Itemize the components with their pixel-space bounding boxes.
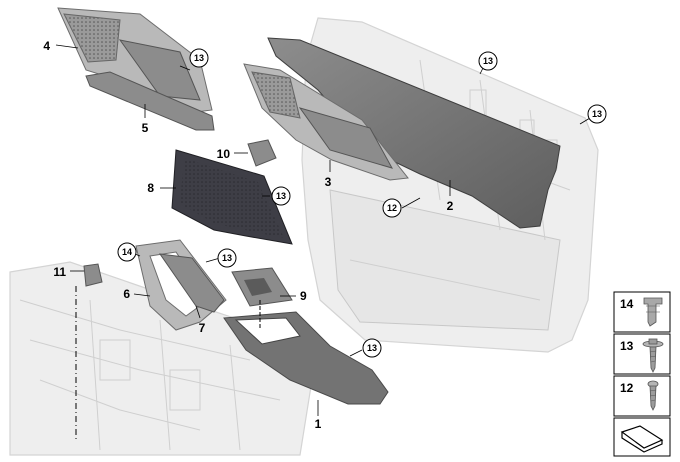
callout-3: 3 (325, 175, 332, 189)
clip-icon (643, 297, 663, 327)
callout-13-f: 13 (367, 343, 377, 353)
legend-box-12 (613, 375, 671, 417)
part-3-mid-trim (243, 63, 409, 181)
callout-labels: 4 5 10 3 2 8 11 6 7 9 1 (43, 39, 453, 431)
bracket-symbol-icon (620, 425, 664, 453)
legend-box-13 (613, 333, 671, 375)
part-9-window-switch (231, 267, 293, 307)
part-11-bracket (83, 263, 103, 287)
screw-icon (647, 380, 659, 411)
part-1-armrest (223, 311, 389, 405)
part-2-upper-door-trim (267, 37, 561, 229)
flange-screw-icon (642, 338, 664, 373)
part-5-strip (85, 71, 215, 131)
callout-10: 10 (217, 147, 231, 161)
circled-callouts: 13 13 13 13 12 14 13 13 (117, 48, 607, 358)
callout-6: 6 (123, 287, 130, 301)
legend-label-12: 12 (620, 381, 634, 395)
part-8-speaker-grille (171, 149, 293, 245)
callout-13-a: 13 (194, 53, 204, 63)
callout-13-c: 13 (592, 109, 602, 119)
part-10-switch (247, 139, 277, 167)
legend-label-13: 13 (620, 339, 634, 353)
callout-14: 14 (122, 247, 132, 257)
callout-13-e: 13 (222, 253, 232, 263)
callout-13-d: 13 (276, 191, 286, 201)
part-7-handle-insert (158, 253, 225, 313)
callout-4: 4 (43, 39, 50, 53)
install-line (75, 286, 261, 440)
callout-9: 9 (300, 289, 307, 303)
callout-12: 12 (387, 203, 397, 213)
legend-label-14: 14 (620, 297, 634, 311)
part-4-upper-trim (57, 7, 213, 113)
callout-1: 1 (315, 417, 322, 431)
fastener-legend: 14 13 12 (613, 291, 671, 457)
callout-11: 11 (53, 265, 66, 279)
callout-2: 2 (447, 199, 454, 213)
callout-8: 8 (147, 181, 154, 195)
callout-7: 7 (199, 321, 206, 335)
callout-5: 5 (142, 121, 149, 135)
callout-13-b: 13 (483, 56, 493, 66)
